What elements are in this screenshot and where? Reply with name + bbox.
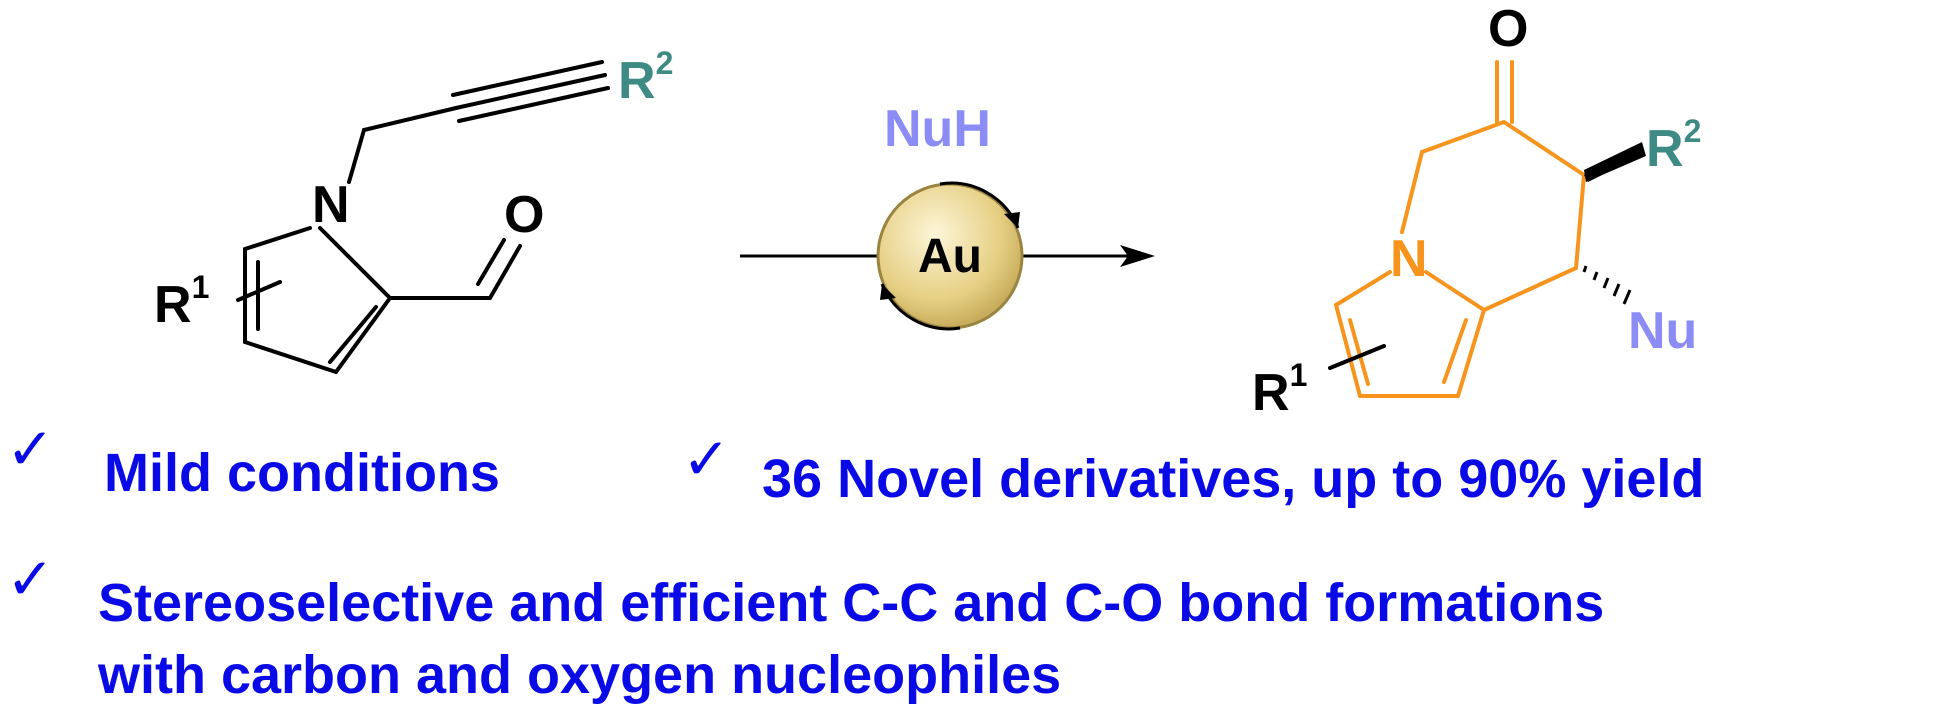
check-icon: ✓ — [6, 545, 55, 613]
reactant-triple-bond — [457, 86, 610, 123]
reactant-triple-bond — [451, 60, 604, 97]
product-wedge-bond — [1584, 142, 1646, 182]
product-o-label: O — [1488, 0, 1528, 58]
product-bond — [1424, 270, 1486, 312]
reactant-r2-label: R2 — [618, 45, 673, 110]
reactant-bond — [334, 296, 392, 374]
product-bond — [1420, 120, 1506, 154]
product-bond — [1334, 303, 1362, 398]
product-hash-bond — [1582, 265, 1632, 305]
reactant-double-bond — [328, 305, 378, 364]
product-double-bond — [1442, 318, 1468, 384]
check-icon: ✓ — [6, 415, 55, 483]
reactant-bond — [488, 244, 522, 300]
reactant-triple-bond — [454, 73, 607, 110]
reactant-structure — [236, 60, 610, 374]
reactant-bond — [362, 106, 458, 132]
highlight-mild-conditions: Mild conditions — [104, 443, 500, 503]
product-double-bond — [1348, 318, 1370, 386]
highlight-nucleophiles: with carbon and oxygen nucleophiles — [98, 645, 1062, 705]
reactant-r1-label: R1 — [154, 269, 209, 334]
product-bond — [1334, 270, 1392, 307]
reactant-bond — [347, 128, 366, 184]
highlight-derivatives: 36 Novel derivatives, up to 90% yield — [762, 449, 1705, 509]
arrow-head-icon — [1120, 245, 1155, 267]
product-nu-label: Nu — [1628, 302, 1697, 360]
reactant-bond — [243, 340, 338, 374]
gold-catalyst-icon — [876, 181, 1024, 331]
product-n-label: N — [1390, 230, 1428, 288]
product-bond — [1482, 266, 1578, 312]
product-r1-bond — [1328, 344, 1386, 370]
nucleophile-label: NuH — [884, 100, 991, 158]
highlight-bond-formations: Stereoselective and efficient C-C and C-… — [98, 573, 1605, 633]
reactant-bond — [318, 226, 392, 300]
catalyst-label: Au — [918, 230, 982, 283]
reactant-o-label: O — [504, 186, 544, 244]
product-structure — [1334, 60, 1586, 398]
check-icon: ✓ — [682, 425, 731, 493]
product-r2-label: R2 — [1646, 113, 1701, 178]
reactant-n-label: N — [312, 176, 350, 234]
reactant-double-bond — [476, 238, 506, 286]
product-r1-label: R1 — [1252, 357, 1307, 422]
reactant-bond — [243, 226, 312, 251]
product-bond — [1400, 150, 1424, 234]
product-bond — [1502, 120, 1586, 177]
product-bond — [1456, 308, 1486, 398]
product-bond — [1574, 173, 1586, 270]
reactant-r1-bond — [236, 280, 282, 302]
